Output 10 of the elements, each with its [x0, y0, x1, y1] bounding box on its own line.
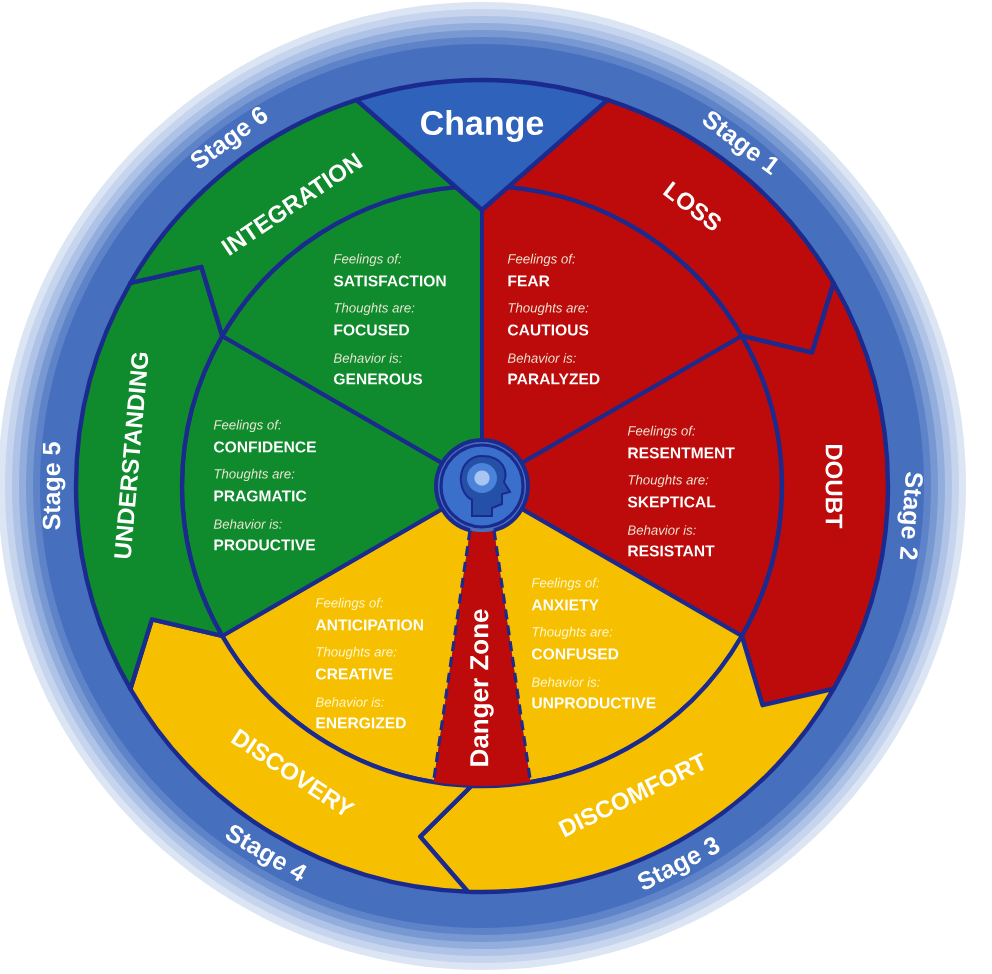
stage-label: Stage 5: [42, 442, 66, 530]
stage-name: DOUBT: [825, 444, 843, 529]
pie-sector: [480, 185, 744, 465]
title-label: Change: [421, 110, 544, 142]
stage-name: UNDERSTANDING: [114, 352, 149, 559]
stage-label: Stage 2: [897, 472, 923, 560]
pie-sector: [180, 334, 445, 638]
zone-label: Danger Zone: [470, 609, 494, 766]
stage-label: Stage 3: [637, 837, 720, 890]
wedge-segment: [431, 530, 533, 786]
